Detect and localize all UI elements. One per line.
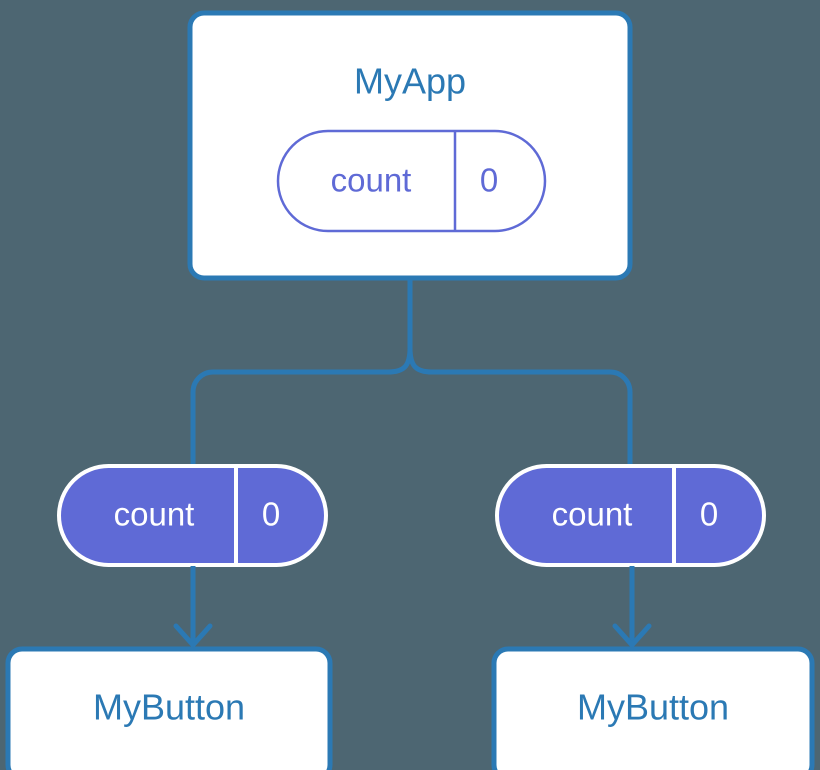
component-node-mybutton-left[interactable]: MyButton — [5, 646, 333, 770]
component-node-myapp[interactable]: MyApp count 0 — [187, 10, 633, 281]
myapp-label: MyApp — [354, 61, 466, 102]
myapp-state-pill-body[interactable] — [276, 129, 547, 233]
mybutton-right-label: MyButton — [577, 687, 729, 728]
child-left-state-key: count — [114, 496, 195, 533]
child-right-state-pill-body[interactable] — [495, 464, 766, 567]
myapp-state-key: count — [331, 162, 412, 199]
child-state-pill-right[interactable]: count 0 — [495, 464, 766, 567]
child-right-state-key: count — [552, 496, 633, 533]
state-arrow-right-head — [612, 623, 652, 648]
child-left-state-pill-body[interactable] — [57, 464, 328, 567]
child-left-state-value: 0 — [262, 496, 280, 533]
connector-branch-left — [190, 347, 413, 466]
mybutton-left-box[interactable] — [5, 646, 333, 770]
child-state-pill-left[interactable]: count 0 — [57, 464, 328, 567]
mybutton-left-label: MyButton — [93, 687, 245, 728]
child-right-state-value: 0 — [700, 496, 718, 533]
tree-connector-group — [190, 278, 633, 466]
state-arrow-right — [612, 566, 652, 648]
connector-branch-right — [407, 347, 633, 466]
state-arrow-left-head — [173, 623, 213, 648]
component-node-mybutton-right[interactable]: MyButton — [491, 646, 815, 770]
myapp-state-value: 0 — [480, 162, 498, 199]
mybutton-right-box[interactable] — [491, 646, 815, 770]
myapp-state-pill[interactable]: count 0 — [276, 129, 547, 233]
state-arrow-left — [173, 566, 213, 648]
